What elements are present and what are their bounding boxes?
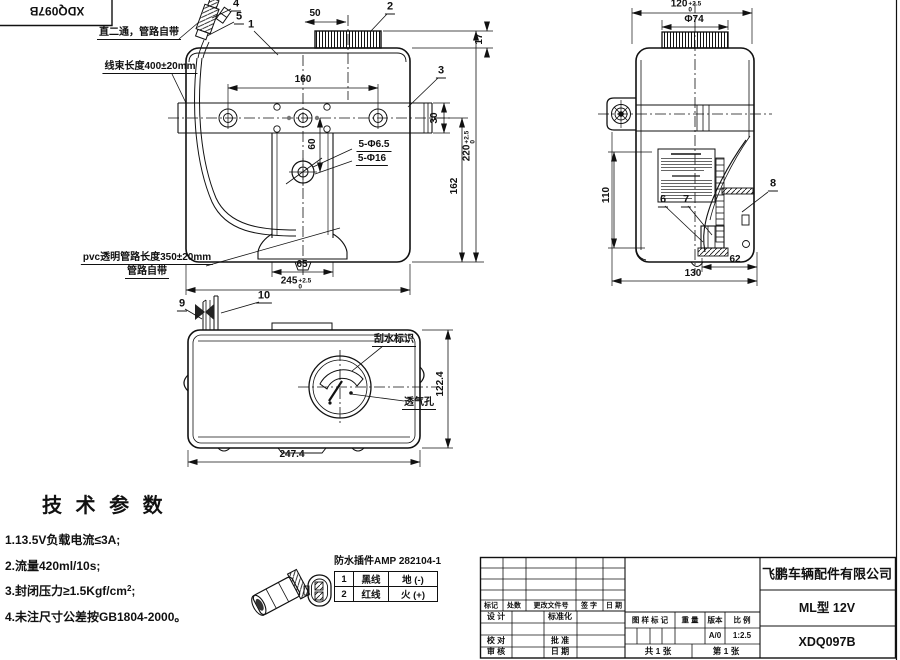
tb-check: 校 对 [486, 636, 506, 645]
dim-74: Φ74 [684, 14, 704, 25]
warning-label [657, 148, 716, 203]
side-view [598, 2, 772, 275]
callout-2: 2 [384, 0, 396, 15]
dim-122.4: 122.4 [435, 371, 446, 397]
holes-5x6.5-label: 5-Φ6.5 [356, 139, 392, 152]
dim-30: 30 [429, 112, 440, 124]
callout-5: 5 [233, 10, 245, 25]
top-view [183, 295, 438, 454]
pvc-tube-label-line1: pvc透明管路长度350±20mm [80, 252, 214, 265]
tb-company-name: 飞鹏车辆配件有限公司 [761, 566, 893, 582]
tb-approve: 批 准 [550, 636, 570, 645]
tech-param-4: 4.未注尺寸公差按GB1804-2000。 [5, 610, 187, 624]
tb-design: 设 计 [486, 612, 506, 621]
pin-number: 1 [334, 571, 354, 587]
connector-detail [251, 568, 332, 616]
dim-60: 60 [307, 138, 318, 150]
wire-color: 黑线 [353, 571, 389, 587]
dim-62: 62 [729, 254, 741, 265]
tb-h-mark: 标记 [484, 602, 498, 610]
tb-model: ML型 12V [798, 600, 856, 615]
tb-weight-header: 重 量 [681, 615, 699, 625]
tb-stamp-header: 图 样 标 记 [631, 615, 669, 625]
tb-sheet-number: 第 1 张 [712, 645, 740, 656]
tech-params-title: 技 术 参 数 [42, 495, 167, 517]
callout-10: 10 [255, 289, 273, 304]
callout-4: 4 [230, 0, 242, 12]
dim-65: 65 [296, 259, 308, 270]
pin-number: 2 [334, 586, 354, 602]
table-row: 1 黑线 地 (-) [334, 571, 438, 587]
top-dimensions [184, 301, 453, 467]
tb-scale-header: 比 例 [733, 615, 751, 625]
holes-5x16-label: 5-Φ16 [355, 153, 389, 166]
dim-160: 160 [294, 74, 312, 85]
callout-8: 8 [767, 177, 779, 192]
dim-247.4: 247.4 [279, 449, 305, 460]
callout-9: 9 [176, 297, 188, 312]
tb-h-count: 处数 [507, 602, 521, 610]
tech-param-1: 1.13.5V负载电流≤3A; [5, 533, 121, 547]
tb-drawing-code: XDQ097B [798, 634, 856, 649]
tb-h-sign: 签 字 [581, 602, 597, 610]
corner-stamp-code: XDQ097B [29, 4, 85, 18]
pvc-tube-label-line2: 管路自带 [125, 266, 169, 279]
tb-date: 日 期 [550, 647, 570, 656]
front-dimensions [171, 8, 493, 295]
tb-h-file: 更改文件号 [533, 602, 569, 610]
side-dimensions [608, 8, 769, 286]
wire-function: 火 (+) [388, 586, 438, 602]
dim-130: 130 [684, 268, 702, 279]
tb-standardize: 标准化 [548, 612, 572, 621]
dim-162: 162 [449, 177, 460, 195]
tb-sheets-total: 共 1 张 [644, 645, 672, 656]
fitting-label: 直二通，管路自带 [97, 27, 181, 40]
table-row: 2 红线 火 (+) [334, 586, 438, 602]
dim-50: 50 [309, 8, 321, 19]
tb-version-value: A/0 [708, 631, 722, 640]
wiper-mark-label: 刮水标识 [372, 334, 416, 347]
title-block-grid [479, 556, 897, 659]
front-view [168, 0, 452, 278]
callout-7: 7 [680, 193, 692, 208]
dim-110: 110 [601, 186, 612, 204]
tb-audit: 审 核 [486, 647, 506, 656]
callout-6: 6 [657, 193, 669, 208]
connector-pinout-table: 1 黑线 地 (-) 2 红线 火 (+) [334, 571, 438, 602]
tb-h-date: 日 期 [606, 602, 622, 610]
dim-17: 17 [474, 33, 485, 45]
wire-color: 红线 [353, 586, 389, 602]
wire-function: 地 (-) [388, 571, 438, 587]
callout-1: 1 [247, 18, 255, 31]
harness-length-label: 线束长度400±20mm [102, 61, 198, 74]
connector-title: 防水插件AMP 282104-1 [334, 556, 442, 567]
tech-param-3: 3.封闭压力≥1.5Kgf/cm2; [5, 584, 136, 598]
tb-version-header: 版本 [707, 615, 723, 625]
vent-hole-label: 透气孔 [402, 397, 436, 410]
tech-param-2: 2.流量420ml/10s; [5, 559, 101, 573]
tb-scale-value: 1:2.5 [732, 631, 752, 640]
callout-3: 3 [435, 64, 447, 79]
